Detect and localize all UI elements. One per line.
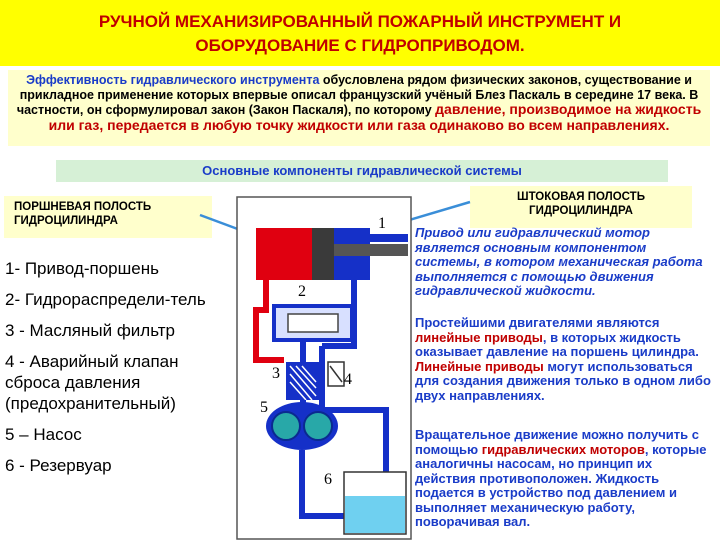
label-6: 6	[324, 471, 332, 488]
reservoir-fluid	[345, 496, 405, 533]
legend-item: 3 - Масляный фильтр	[5, 321, 175, 340]
label-5: 5	[260, 399, 268, 416]
intro-law-statement: давление, производимое на жидкость или г…	[48, 101, 702, 133]
piston-rod	[334, 244, 408, 256]
rod-cavity-callout: ШТОКОВАЯ ПОЛОСТЬ ГИДРОЦИЛИНДРА	[470, 186, 692, 228]
piston-cavity	[256, 228, 312, 280]
intro-box: Эффективность гидравлического инструмент…	[8, 70, 710, 146]
intro-text-1: обусловлена рядом физических законов, су…	[16, 73, 699, 117]
label-1: 1	[378, 215, 386, 232]
piston-cavity-callout: ПОРШНЕВАЯ ПОЛОСТЬ ГИДРОЦИЛИНДРА	[4, 196, 212, 238]
valve-spool	[287, 313, 339, 333]
label-2: 2	[298, 283, 306, 300]
legend-item: 1- Привод-поршень	[5, 259, 159, 278]
legend: 1- Привод-поршень 2- Гидрораспредели-тел…	[5, 258, 235, 486]
text-segment: , которые аналогичны насосам, но принцип…	[415, 441, 707, 529]
relief-spring	[329, 365, 343, 383]
intro-law: Закон Паскаля	[252, 103, 344, 117]
legend-item: 2- Гидрораспредели-тель	[5, 290, 206, 309]
intro-paragraph: Эффективность гидравлического инструмент…	[8, 70, 710, 136]
title-line-1: РУЧНОЙ МЕХАНИЗИРОВАННЫЙ ПОЖАРНЫЙ ИНСТРУМ…	[98, 12, 622, 31]
pump-gear-left	[271, 411, 301, 441]
intro-term: Эффективность гидравлического инструмент…	[26, 73, 320, 87]
red-pipe	[253, 280, 284, 363]
components-header: Основные компоненты гидравлической систе…	[56, 160, 668, 182]
piston	[312, 228, 334, 280]
term-linear-drives: линейные приводы	[415, 329, 543, 345]
text-segment: Простейшими двигателями являются	[415, 315, 660, 330]
text-segment: Вращательное движение можно получить с п…	[415, 427, 699, 457]
intro-text-2: ), по которому	[343, 103, 436, 117]
actuator-description: Привод или гидравлический мотор является…	[415, 225, 703, 298]
text-segment: могут использоваться для создания движен…	[415, 358, 711, 403]
term-hydraulic-motors: гидравлических моторов	[481, 441, 645, 457]
pump-gear-right	[303, 411, 333, 441]
legend-item: 5 – Насос	[5, 425, 82, 444]
title-line-2: ОБОРУДОВАНИЕ С ГИДРОПРИВОДОМ.	[195, 36, 525, 55]
hydraulic-schematic: 1 2 3 4 5 6	[236, 196, 412, 540]
return-pipe	[336, 407, 389, 472]
rotary-motion-description: Вращательное движение можно получить с п…	[415, 427, 715, 530]
blue-pipe-rod	[322, 280, 357, 349]
legend-item: 6 - Резервуар	[5, 456, 112, 475]
label-4: 4	[344, 371, 352, 388]
linear-actuators-description: Простейшими двигателями являются линейны…	[415, 315, 715, 403]
legend-item: 4 - Аварийный клапан сброса давления (пр…	[5, 352, 179, 413]
page-title: РУЧНОЙ МЕХАНИЗИРОВАННЫЙ ПОЖАРНЫЙ ИНСТРУМ…	[0, 10, 720, 58]
term-linear-drives-2: Линейные приводы	[415, 358, 544, 374]
filter-mesh	[289, 365, 317, 401]
rod-cavity-top	[370, 234, 408, 242]
title-banner	[0, 0, 720, 66]
label-3: 3	[272, 365, 280, 382]
text-segment: , в которых жидкость оказывает давление …	[415, 329, 699, 359]
